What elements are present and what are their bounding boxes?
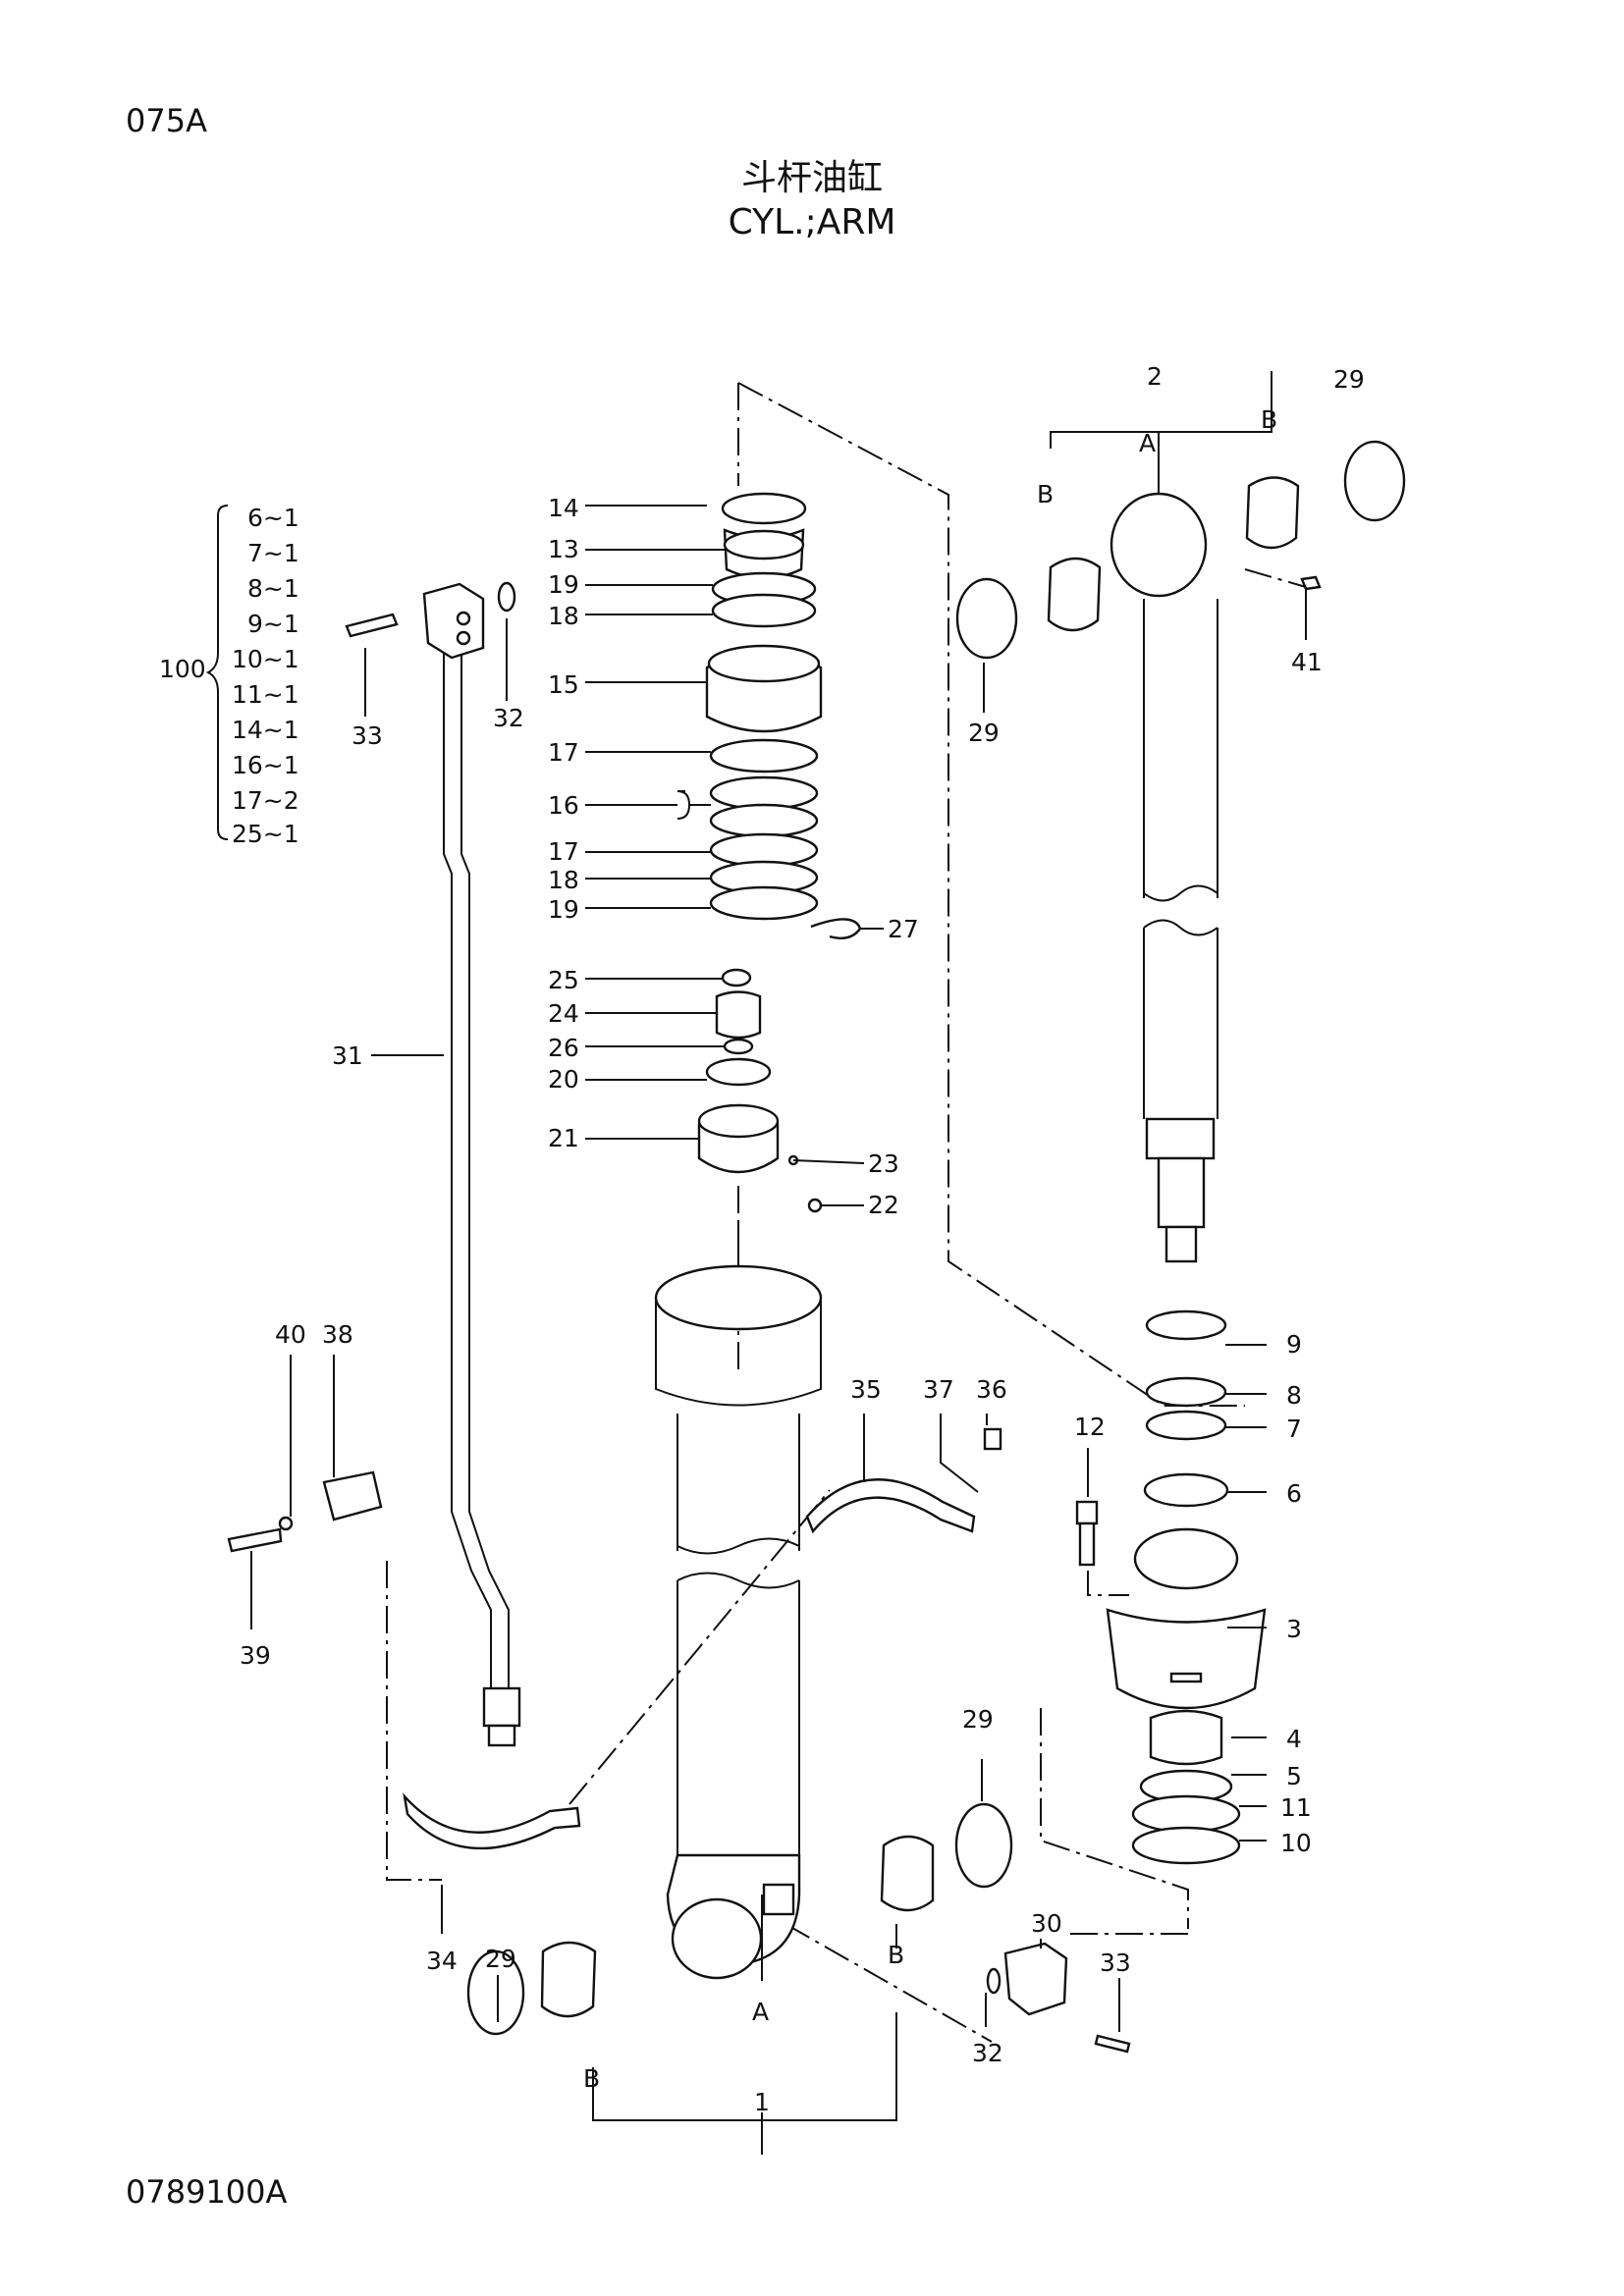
pipe-31 <box>345 581 521 1747</box>
callout-34: 34 <box>426 1947 458 1975</box>
leader-lines <box>250 371 1307 2155</box>
kit-item: 7~1 <box>247 539 299 567</box>
kit-item: 11~1 <box>232 680 299 709</box>
callout-29: 29 <box>962 1705 994 1734</box>
callout-40: 40 <box>275 1320 306 1349</box>
callout-3: 3 <box>1286 1615 1302 1643</box>
marker-b: B <box>888 1941 904 1969</box>
page-title-english: CYL.;ARM <box>728 202 896 242</box>
callout-1: 1 <box>754 2088 770 2116</box>
callout-17: 17 <box>548 837 579 866</box>
kit-item: 6~1 <box>247 504 299 532</box>
callout-31: 31 <box>332 1041 363 1070</box>
bushes <box>466 440 1406 2036</box>
callout-30: 30 <box>1031 1909 1062 1938</box>
kit-item: 8~1 <box>247 574 299 603</box>
callout-29: 29 <box>1333 365 1365 394</box>
callout-23: 23 <box>868 1149 899 1178</box>
piston-rod <box>1110 492 1229 1508</box>
callout-2: 2 <box>1147 362 1163 391</box>
callout-19: 19 <box>548 570 579 599</box>
callout-5: 5 <box>1286 1762 1302 1790</box>
kit-item: 9~1 <box>247 610 299 638</box>
callout-20: 20 <box>548 1065 579 1094</box>
kit-item: 25~1 <box>232 820 299 848</box>
callout-numbers: 2 29 A B B 41 29 14 13 19 18 15 17 16 17… <box>240 362 1365 2116</box>
callout-27: 27 <box>888 915 919 943</box>
callout-13: 13 <box>548 535 579 563</box>
callout-8: 8 <box>1286 1381 1302 1410</box>
cylinder-tube <box>654 1264 823 1980</box>
callout-16: 16 <box>548 791 579 820</box>
clamps <box>227 575 1322 2054</box>
callout-22: 22 <box>868 1191 899 1219</box>
callout-15: 15 <box>548 670 579 699</box>
callout-41: 41 <box>1291 648 1323 676</box>
marker-b: B <box>583 2064 600 2093</box>
callout-33: 33 <box>352 721 383 750</box>
callout-38: 38 <box>322 1320 353 1349</box>
page-title-chinese: 斗杆油缸 <box>740 158 883 198</box>
callout-37: 37 <box>923 1375 954 1404</box>
callout-36: 36 <box>976 1375 1007 1404</box>
callout-18: 18 <box>548 866 579 894</box>
drawing-code: 0789100A <box>126 2173 288 2211</box>
page-code: 075A <box>126 102 207 139</box>
callout-14: 14 <box>548 494 579 522</box>
callout-9: 9 <box>1286 1330 1302 1359</box>
callout-6: 6 <box>1286 1479 1302 1508</box>
callout-33: 33 <box>1100 1949 1131 1977</box>
callout-29: 29 <box>968 719 1000 747</box>
kit-item: 17~2 <box>232 786 299 815</box>
kit-list: 100 6~1 7~1 8~1 9~1 10~1 11~1 14~1 16~1 … <box>159 504 299 848</box>
marker-b: B <box>1037 480 1054 508</box>
callout-19: 19 <box>548 895 579 924</box>
callout-4: 4 <box>1286 1725 1302 1753</box>
piston-seal-stack <box>697 492 862 1213</box>
marker-a: A <box>752 1998 769 2026</box>
callout-35: 35 <box>850 1375 882 1404</box>
callout-29: 29 <box>485 1945 516 1973</box>
kit-number: 100 <box>159 655 206 683</box>
callout-26: 26 <box>548 1034 579 1062</box>
callout-32: 32 <box>493 704 524 732</box>
callout-7: 7 <box>1286 1415 1302 1443</box>
callout-24: 24 <box>548 999 579 1028</box>
cylinder-head <box>1106 1527 1267 1865</box>
marker-b: B <box>1261 405 1277 434</box>
callout-21: 21 <box>548 1124 579 1152</box>
callout-32: 32 <box>972 2039 1003 2067</box>
callout-39: 39 <box>240 1641 271 1670</box>
kit-brace <box>205 505 229 840</box>
marker-a: A <box>1139 429 1156 457</box>
kit-item: 10~1 <box>232 645 299 673</box>
callout-12: 12 <box>1074 1413 1106 1441</box>
kit-item: 16~1 <box>232 751 299 779</box>
callout-11: 11 <box>1280 1793 1312 1822</box>
kit-item: 14~1 <box>232 716 299 744</box>
callout-10: 10 <box>1280 1829 1312 1857</box>
callout-25: 25 <box>548 966 579 994</box>
callout-17: 17 <box>548 738 579 767</box>
callout-18: 18 <box>548 602 579 630</box>
